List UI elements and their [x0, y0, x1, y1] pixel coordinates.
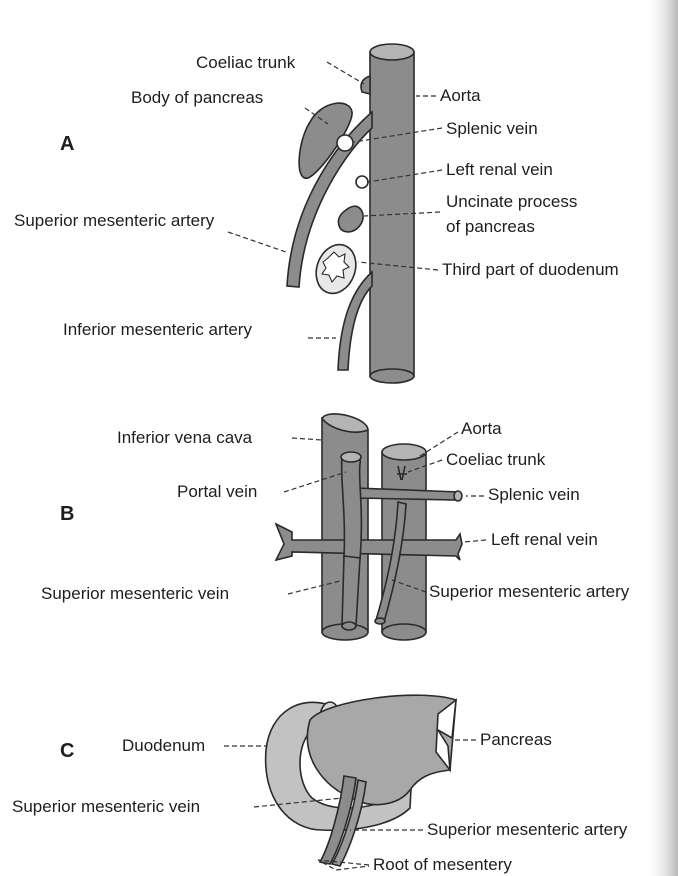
- panel-b-left-renal-vein: [276, 524, 462, 560]
- panel-a-label-left-renal-vein: Left renal vein: [446, 160, 553, 179]
- panel-a-label-third-part-duodenum: Third part of duodenum: [442, 260, 619, 279]
- panel-a-label-uncinate-process-1: Uncinate process: [446, 192, 577, 211]
- panel-b-letter: B: [60, 503, 74, 525]
- panel-c-label-duodenum: Duodenum: [122, 736, 205, 755]
- panel-a-label-body-of-pancreas: Body of pancreas: [131, 88, 263, 107]
- panel-a-label-uncinate-process-2: of pancreas: [446, 217, 535, 236]
- panel-a-uncinate-process: [338, 206, 363, 232]
- panel-c-label-root-of-mesentery: Root of mesentery: [373, 855, 512, 874]
- panel-b-label-superior-mesenteric-vein: Superior mesenteric vein: [41, 584, 229, 603]
- panel-b-label-aorta: Aorta: [461, 419, 502, 438]
- panel-a-label-aorta: Aorta: [440, 86, 481, 105]
- panel-a-coeliac-trunk: [361, 76, 370, 94]
- panel-c-label-pancreas: Pancreas: [480, 730, 552, 749]
- panel-a: A Coeliac trunk Body of pancreas Aorta S…: [14, 44, 619, 383]
- page-edge-shadow: [645, 0, 678, 876]
- panel-a-label-superior-mesenteric-artery: Superior mesenteric artery: [14, 211, 215, 230]
- panel-b-label-inferior-vena-cava: Inferior vena cava: [117, 428, 253, 447]
- panel-a-label-splenic-vein: Splenic vein: [446, 119, 538, 138]
- panel-a-splenic-vein: [337, 135, 353, 151]
- panel-c-pancreas: [307, 695, 456, 804]
- panel-b-label-left-renal-vein: Left renal vein: [491, 530, 598, 549]
- panel-a-left-renal-vein: [356, 176, 368, 188]
- panel-c-label-superior-mesenteric-artery: Superior mesenteric artery: [427, 820, 628, 839]
- panel-c-letter: C: [60, 740, 74, 762]
- panel-c: C Duodenum Pancreas Superior mesenteric …: [12, 695, 628, 874]
- panel-b-label-portal-vein: Portal vein: [177, 482, 257, 501]
- panel-a-label-coeliac-trunk: Coeliac trunk: [196, 53, 296, 72]
- panel-b-label-superior-mesenteric-artery: Superior mesenteric artery: [429, 582, 630, 601]
- panel-a-label-inferior-mesenteric-artery: Inferior mesenteric artery: [63, 320, 252, 339]
- panel-b-label-coeliac-trunk: Coeliac trunk: [446, 450, 546, 469]
- panel-c-label-superior-mesenteric-vein: Superior mesenteric vein: [12, 797, 200, 816]
- panel-b-portal-vein: [341, 452, 361, 560]
- panel-b-splenic-vein: [356, 488, 462, 501]
- panel-a-third-part-duodenum: [310, 239, 363, 299]
- panel-b-label-splenic-vein: Splenic vein: [488, 485, 580, 504]
- panel-b: B: [41, 414, 630, 640]
- panel-a-letter: A: [60, 133, 74, 155]
